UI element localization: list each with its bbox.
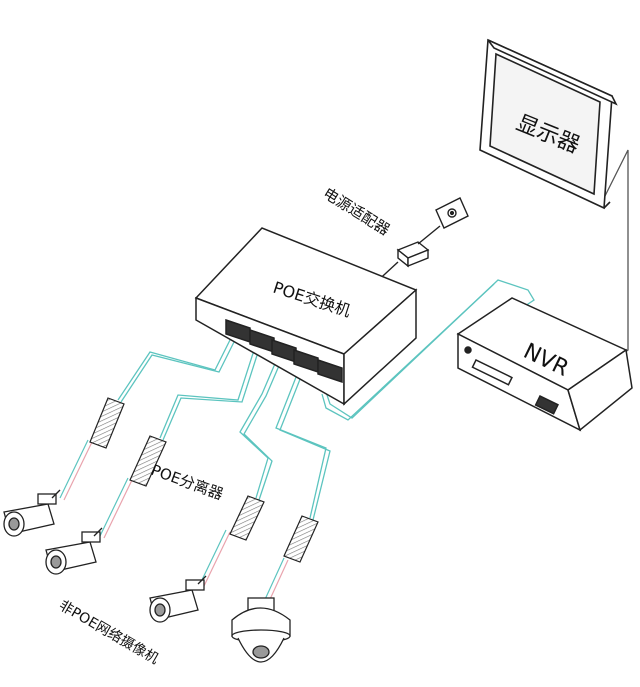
cable-switch-to-nvr-2 — [321, 283, 495, 421]
non-poe-camera-label: 非POE网络摄像机 — [56, 598, 161, 668]
cable-switch-to-splitter-1 — [117, 335, 233, 401]
poe-splitter-4 — [283, 515, 319, 563]
cables — [117, 149, 629, 521]
splitter-output-cables — [59, 439, 289, 609]
poe-splitters: POE分离器 — [89, 397, 319, 563]
nvr: NVR — [456, 297, 633, 432]
poe-splitter-1 — [89, 397, 125, 449]
poe-splitter-3 — [229, 495, 265, 541]
cable-switch-to-splitter-1b — [120, 337, 237, 403]
cable-switch-to-nvr — [325, 279, 535, 419]
poe-splitter-2 — [129, 435, 167, 487]
poe-switch: POE交换机 — [194, 227, 418, 406]
monitor: 显示器 — [479, 38, 618, 210]
cable-switch-to-splitter-2 — [159, 343, 257, 439]
power-adapter-label: 电源适配器 — [320, 184, 393, 239]
cable-switch-to-splitter-2b — [162, 345, 261, 441]
poe-splitter-label: POE分离器 — [149, 461, 226, 504]
switch-ports — [225, 318, 343, 384]
bullet-camera-1 — [3, 489, 61, 537]
ptz-dome-camera — [231, 597, 291, 663]
bullet-camera-2 — [45, 527, 103, 575]
cable-switch-to-ptz-b — [279, 363, 331, 521]
cable-switch-to-ptz — [275, 361, 327, 519]
bullet-camera-3 — [149, 575, 207, 623]
cable-switch-to-splitter-3b — [243, 353, 285, 501]
cable-switch-to-splitter-3 — [239, 351, 281, 499]
